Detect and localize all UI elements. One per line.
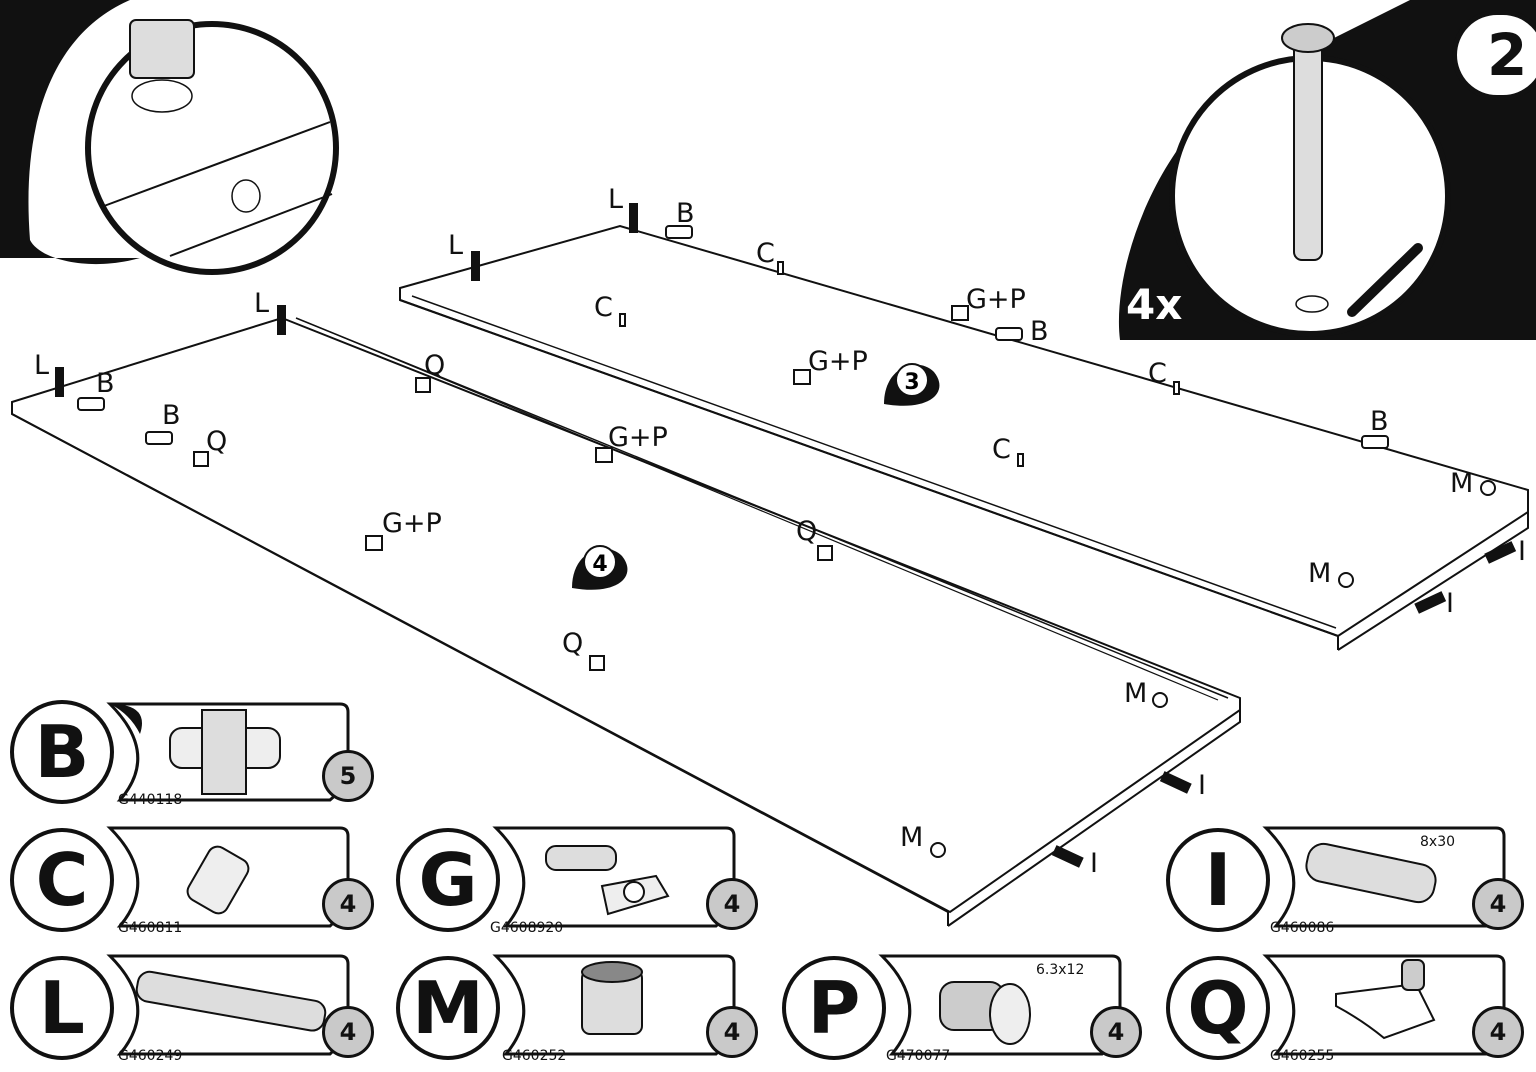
label-B-4: B [96,368,115,399]
panel-marker-4: 4 [572,545,628,590]
label-B-3: B [1370,406,1389,437]
label-Q-2: Q [206,426,227,457]
card-frame [878,954,1122,1056]
label-M-4: M [900,822,923,853]
part-code: G460811 [118,920,183,936]
part-code: G440118 [118,792,183,808]
part-card-C: C G460811 4 [0,822,380,936]
part-card-B: B G440118 5 [0,694,380,808]
part-letter: M [396,956,500,1060]
svg-text:3: 3 [904,370,919,395]
part-code: G4608920 [490,920,564,936]
part-card-I: I 8x30 G460086 4 [1156,822,1536,936]
zoom-right-count: 4x [1126,280,1183,329]
zoom-bubble-cam-hole [0,0,339,275]
label-GP-2: G+P [808,346,868,377]
part-card-Q: Q G460255 4 [1156,950,1536,1064]
part-dimension: 8x30 [1420,834,1456,850]
label-I-4: I [1090,848,1098,879]
part-letter: I [1166,828,1270,932]
label-C-4: C [992,434,1011,465]
hardware-glyphs [55,203,1517,868]
part-card-P: P 6.3x12 G470077 4 [772,950,1152,1064]
part-quantity: 4 [1472,878,1524,930]
svg-text:4: 4 [592,552,607,577]
label-Q-4: Q [562,628,583,659]
label-C-2: C [594,292,613,323]
part-card-M: M G460252 4 [386,950,766,1064]
panel-marker-3: 3 [884,363,940,406]
part-letter: P [782,956,886,1060]
label-GP-4: G+P [382,508,442,539]
label-Q-1: Q [424,350,445,381]
zoom-left-count: 4x [46,206,103,255]
card-frame [492,826,736,928]
label-L-2: L [448,230,463,261]
label-M-3: M [1124,678,1147,709]
part-code: G470077 [886,1048,951,1064]
part-quantity: 4 [322,1006,374,1058]
part-letter: B [10,700,114,804]
card-frame [106,826,350,928]
part-letter: Q [1166,956,1270,1060]
part-letter: L [10,956,114,1060]
card-frame [492,954,736,1056]
label-C-3: C [1148,358,1167,389]
part-letter: G [396,828,500,932]
label-M-1: M [1450,468,1473,499]
upper-panel [399,224,1529,651]
label-L-1: L [608,184,623,215]
part-quantity: 5 [322,750,374,802]
part-dimension: 6.3x12 [1036,962,1085,978]
step-number: 2 [1452,10,1536,100]
label-L-3: L [254,288,269,319]
label-I-2: I [1446,588,1454,619]
part-quantity: 4 [706,1006,758,1058]
card-frame [1262,826,1506,928]
label-B-1: B [676,198,695,229]
label-I-3: I [1198,770,1206,801]
part-code: G460255 [1270,1048,1335,1064]
label-C-1: C [756,238,775,269]
part-code: G460086 [1270,920,1335,936]
part-quantity: 4 [1472,1006,1524,1058]
label-GP-1: G+P [966,284,1026,315]
part-quantity: 4 [706,878,758,930]
part-card-L: L G460249 4 [0,950,380,1064]
zoom-bubble-screw-in [1118,0,1536,340]
label-I-1: I [1518,536,1526,567]
part-quantity: 4 [1090,1006,1142,1058]
label-M-2: M [1308,558,1331,589]
part-code: G460249 [118,1048,183,1064]
label-B-5: B [162,400,181,431]
label-Q-3: Q [796,516,817,547]
part-letter: C [10,828,114,932]
label-L-4: L [34,350,49,381]
label-B-2: B [1030,316,1049,347]
part-quantity: 4 [322,878,374,930]
card-frame [106,954,350,1056]
card-frame [1262,954,1506,1056]
card-frame [106,702,350,802]
lower-panel [11,316,1241,927]
part-code: G460252 [502,1048,567,1064]
part-card-G: G G4608920 4 [386,822,766,936]
label-GP-3: G+P [608,422,668,453]
